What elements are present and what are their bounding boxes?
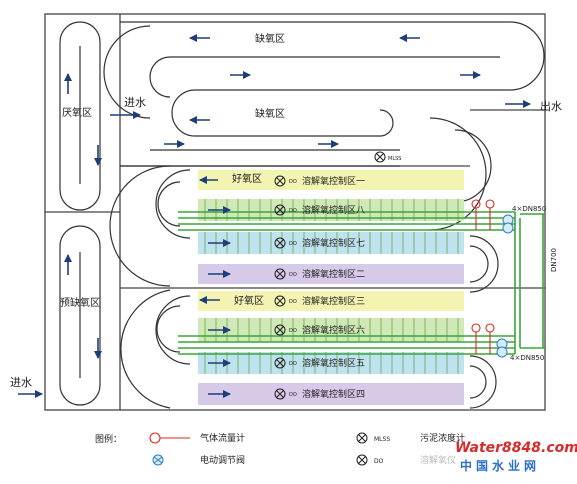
inlet-label-bottom: 进水 xyxy=(10,376,32,389)
tank-walls xyxy=(44,13,546,411)
anoxic-label-top: 缺氧区 xyxy=(255,32,285,45)
do-zones xyxy=(198,170,464,405)
inlet-label-top: 进水 xyxy=(124,96,146,109)
zone-band-8 xyxy=(198,199,464,221)
aerobic-label-upper: 好氧区 xyxy=(232,172,262,185)
do-tag-6: DO xyxy=(289,328,297,334)
legend-mlss-tag: MLSS xyxy=(374,436,390,443)
manifold-label-lower: 4×DN850 xyxy=(510,354,544,362)
manifold-label-upper: 4×DN850 xyxy=(512,205,546,213)
legend-title: 图例： xyxy=(95,433,122,445)
flow-meter-legend-icon xyxy=(149,432,190,444)
watermark-site: Water8848.com xyxy=(455,440,577,456)
outlet-label: 出水 xyxy=(540,99,562,113)
legend-mlss-meter: 污泥浓度计 xyxy=(420,432,465,444)
motor-valves xyxy=(496,214,514,358)
do-zone-label-2: 溶解氧控制区二 xyxy=(302,268,365,280)
do-zone-label-6: 溶解氧控制区六 xyxy=(302,324,365,336)
mlss-label: MLSS xyxy=(388,156,401,162)
gas-flow-meters xyxy=(471,199,495,354)
zone-band-5 xyxy=(198,352,464,374)
aerobic-label-lower: 好氧区 xyxy=(234,294,264,307)
flow-arrows xyxy=(18,34,531,398)
do-tag-4: DO xyxy=(289,392,297,398)
left-loop-walls xyxy=(59,21,101,406)
do-zone-label-7: 溶解氧控制区七 xyxy=(302,237,365,249)
do-zone-label-3: 溶解氧控制区三 xyxy=(302,295,365,307)
do-zone-label-5: 溶解氧控制区五 xyxy=(302,357,365,369)
do-tag-8: DO xyxy=(289,208,297,214)
do-zone-label-8: 溶解氧控制区八 xyxy=(302,204,365,216)
anaerobic-label: 厌氧区 xyxy=(62,106,92,119)
watermark: Water8848.com 中国水业网 xyxy=(455,440,577,473)
diffuser-ticks xyxy=(204,199,459,374)
valve-legend-icon xyxy=(152,454,164,466)
zone-band-7 xyxy=(198,232,464,254)
legend-motor-valve: 电动调节阀 xyxy=(200,454,245,466)
anoxic-label-mid: 缺氧区 xyxy=(255,107,285,120)
do-tag-2: DO xyxy=(289,272,297,278)
do-tag-3: DO xyxy=(289,299,297,305)
zone-band-2 xyxy=(198,264,464,284)
legend-do-tag: DO xyxy=(374,458,384,465)
legend: 图例： 气体流量计 电动调节阀 MLSS DO 污泥浓度计 溶解氧仪 xyxy=(95,432,465,466)
mlss-legend-icon xyxy=(356,432,368,466)
do-zone-label-1: 溶解氧控制区一 xyxy=(302,175,365,187)
do-tag-5: DO xyxy=(289,361,297,367)
legend-gas-flow-meter: 气体流量计 xyxy=(200,432,245,444)
sensors xyxy=(274,151,386,400)
channel-walls xyxy=(103,21,545,409)
zone-band-6 xyxy=(198,318,464,342)
zone-band-4 xyxy=(198,383,464,405)
legend-do-meter: 溶解氧仪 xyxy=(420,454,456,466)
zone-band-3 xyxy=(198,291,464,311)
pre-anoxic-label: 预缺氧区 xyxy=(60,296,100,309)
do-zone-label-4: 溶解氧控制区四 xyxy=(302,388,365,400)
do-tag-1: DO xyxy=(289,179,297,185)
watermark-name: 中国水业网 xyxy=(460,458,540,473)
zone-band-1 xyxy=(198,170,464,190)
air-pipes xyxy=(178,211,545,355)
main-pipe-label: DN700 xyxy=(550,248,558,272)
do-tag-7: DO xyxy=(289,241,297,247)
